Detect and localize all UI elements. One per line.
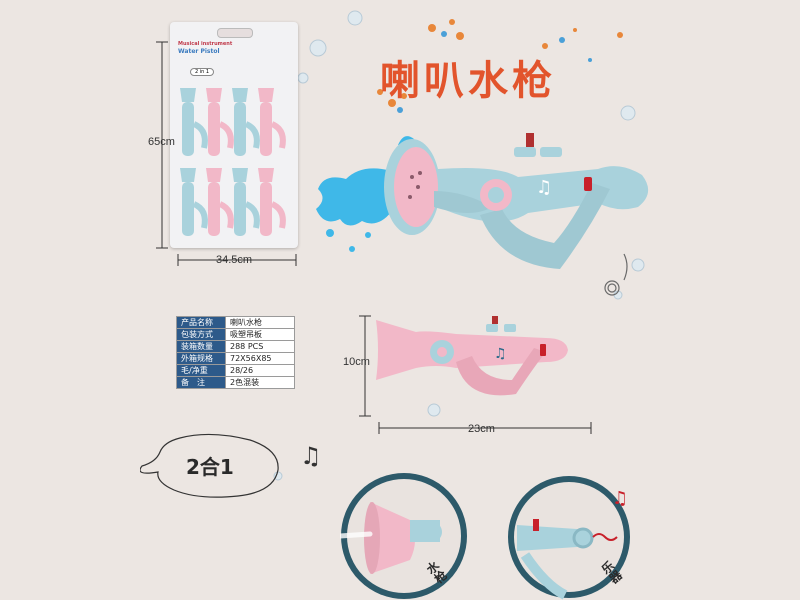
card-badge: 2 in 1 [190, 68, 215, 76]
page-title: 喇叭水枪 [380, 58, 556, 104]
card-header: Musical instrument Water Pistol [178, 40, 232, 56]
blue-gun-illustration: ♫ [316, 133, 649, 269]
water-splash-icon [316, 136, 414, 252]
two-in-one-label: 2合1 [186, 455, 234, 479]
pink-gun-illustration: ♫ [376, 316, 568, 396]
table-row: 包装方式吸塑吊板 [176, 328, 295, 341]
two-in-one-badge-outline [140, 433, 279, 498]
bubble-icons [273, 10, 645, 481]
swirl-icon [604, 253, 628, 296]
card-guns [180, 88, 286, 236]
card-width-label: 34.5cm [216, 254, 253, 266]
red-music-note-icon: ♫ [612, 488, 629, 509]
gun-row-bottom [180, 168, 286, 236]
blue-dots [397, 31, 592, 113]
gun-row-top [180, 88, 286, 156]
hang-hole [217, 28, 253, 38]
music-note-icon: ♫ [300, 442, 322, 470]
instrument-mode-circle [508, 476, 630, 600]
svg-text:♫: ♫ [494, 346, 507, 362]
gun-height-label: 10cm [343, 356, 370, 368]
card-dimension-lines [156, 41, 297, 266]
orange-dots [377, 19, 623, 107]
water-gun-mode-circle [340, 473, 467, 599]
card-height-label: 65cm [148, 136, 175, 148]
card-line2: Water Pistol [178, 48, 220, 55]
svg-text:♫: ♫ [536, 177, 552, 198]
gun-dimension-lines [359, 315, 592, 434]
card-line1: Musical instrument [178, 41, 233, 47]
gun-width-label: 23cm [468, 423, 495, 435]
table-row: 产品名称喇叭水枪 [176, 316, 295, 329]
blister-card: Musical instrument Water Pistol 2 in 1 [170, 22, 298, 248]
